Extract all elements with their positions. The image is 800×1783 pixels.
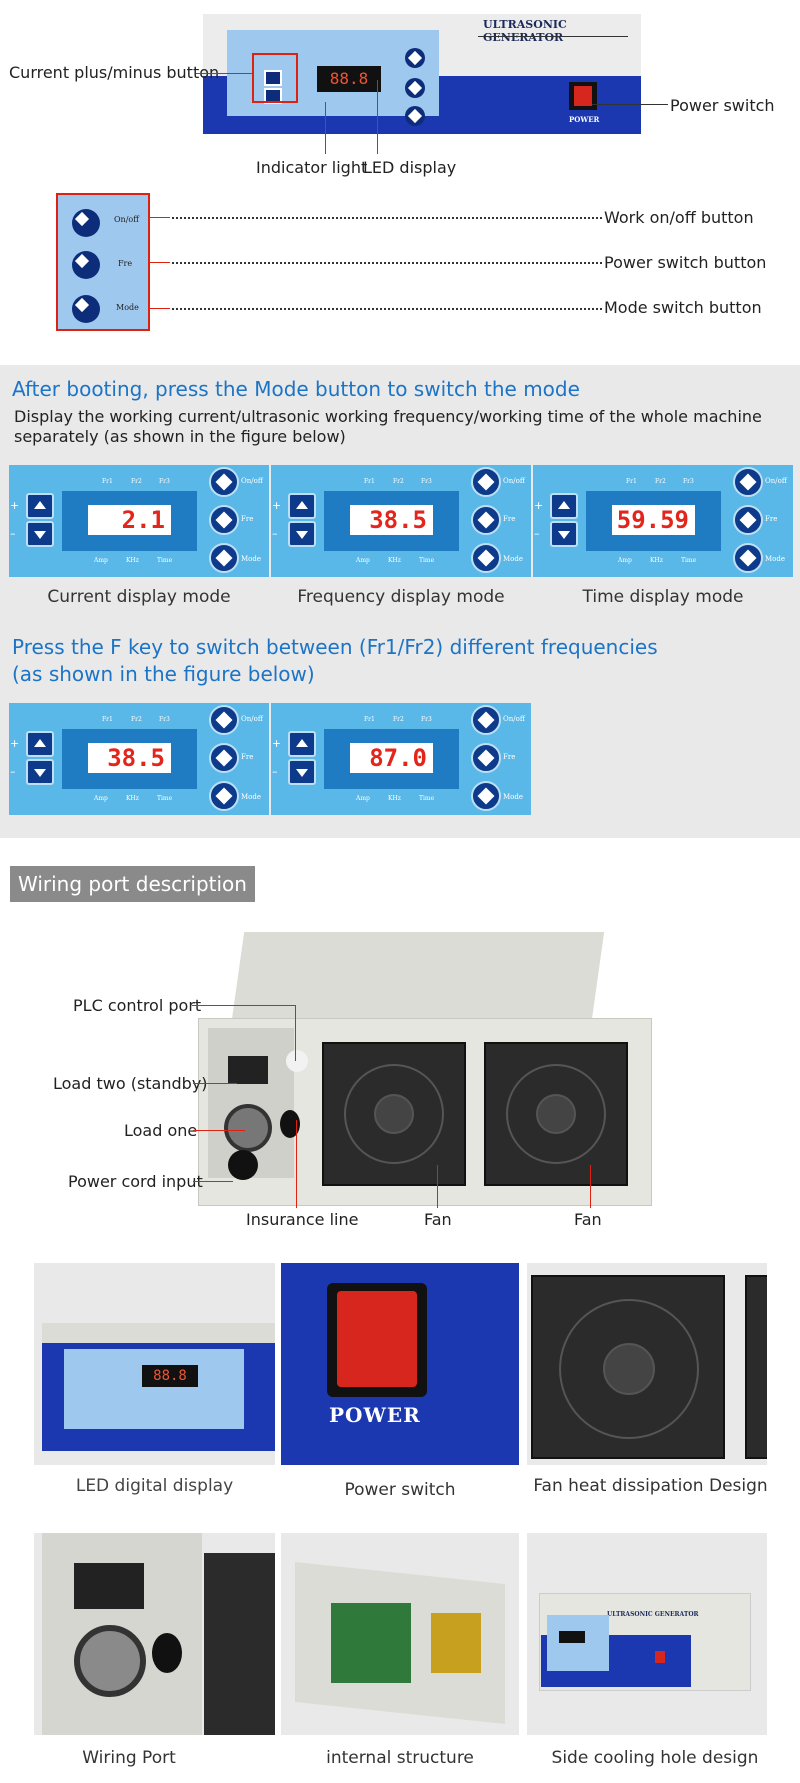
button-legend-panel: On/off Fre Mode: [56, 193, 150, 331]
mode-heading: After booting, press the Mode button to …: [12, 377, 580, 401]
caption-time-mode: Time display mode: [582, 587, 744, 607]
label-fan-1: Fan: [424, 1210, 452, 1229]
fre-icon: [209, 743, 239, 773]
minus-button: [288, 521, 316, 547]
legend-onoff-desc: Work on/off button: [604, 208, 754, 227]
label-insurance: Insurance line: [246, 1210, 359, 1229]
photo-fan: [527, 1263, 767, 1465]
onoff-icon: [209, 467, 239, 497]
generator-front-panel: ULTRASONIC GENERATOR 88.8 POWER: [203, 14, 641, 134]
caption-side-cooling: Side cooling hole design: [551, 1748, 759, 1768]
label-current-button: Current plus/minus button: [9, 63, 220, 82]
display-value: 38.5: [350, 505, 433, 535]
minus-button: [288, 759, 316, 785]
display-value: 59.59: [612, 505, 695, 535]
label-plc: PLC control port: [73, 996, 202, 1015]
led-display: 88.8: [317, 66, 381, 92]
plus-button[interactable]: [264, 70, 282, 86]
plus-button: [288, 731, 316, 757]
fre-icon: [471, 505, 501, 535]
power-label: POWER: [329, 1403, 421, 1427]
caption-fan: Fan heat dissipation Design: [533, 1476, 768, 1496]
plus-button: [26, 493, 54, 519]
onoff-icon: [471, 467, 501, 497]
legend-mode-desc: Mode switch button: [604, 298, 762, 317]
fan-icon: [322, 1042, 466, 1186]
label-load-two: Load two (standby): [53, 1074, 208, 1093]
photo-power-switch: POWER: [281, 1263, 519, 1465]
mode-description: Display the working current/ultrasonic w…: [14, 407, 762, 446]
load-one-connector: [224, 1104, 272, 1152]
fre-icon: [471, 743, 501, 773]
display-value: 87.0: [350, 743, 433, 773]
plc-port: [286, 1050, 308, 1072]
power-cord: [228, 1150, 258, 1180]
caption-current-mode: Current display mode: [47, 587, 231, 607]
freq-heading-2: (as shown in the figure below): [12, 662, 315, 686]
minus-button: [26, 759, 54, 785]
caption-wiring-port: Wiring Port: [82, 1748, 176, 1768]
terminal-block: [228, 1056, 268, 1084]
label-led: LED display: [363, 158, 457, 177]
caption-led-display: LED digital display: [75, 1476, 234, 1496]
power-switch[interactable]: [569, 82, 597, 110]
onoff-icon: [733, 467, 763, 497]
photo-side-cooling: ULTRASONIC GENERATOR: [527, 1533, 767, 1735]
legend-mode-icon: [72, 295, 100, 323]
plus-button: [550, 493, 578, 519]
current-buttons-highlight: [252, 53, 298, 103]
mode-section: After booting, press the Mode button to …: [0, 365, 800, 838]
freq-heading-1: Press the F key to switch between (Fr1/F…: [12, 635, 658, 659]
panel-brand: ULTRASONIC GENERATOR: [483, 18, 567, 44]
onoff-button[interactable]: [405, 48, 425, 68]
minus-button: [550, 521, 578, 547]
mode-button[interactable]: [405, 106, 425, 126]
mode-icon: [471, 543, 501, 573]
display-value: 38.5: [88, 743, 171, 773]
fre-button[interactable]: [405, 78, 425, 98]
wiring-title: Wiring port description: [10, 866, 255, 902]
label-power-switch: Power switch: [670, 96, 775, 115]
mode-icon: [471, 781, 501, 811]
onoff-icon: [209, 705, 239, 735]
insurance-fuse: [280, 1110, 300, 1138]
minus-button[interactable]: [264, 88, 282, 104]
legend-mode-key: Mode: [116, 303, 139, 312]
display-value: 2.1: [88, 505, 171, 535]
minus-button: [26, 521, 54, 547]
caption-frequency-mode: Frequency display mode: [297, 587, 505, 607]
fan-icon: [484, 1042, 628, 1186]
power-switch-text: POWER: [569, 115, 600, 124]
label-power-cord: Power cord input: [68, 1172, 203, 1191]
fre-icon: [209, 505, 239, 535]
caption-power-switch: Power switch: [344, 1480, 456, 1500]
plus-button: [26, 731, 54, 757]
legend-onoff-key: On/off: [114, 215, 139, 224]
photo-wiring-port: [34, 1533, 275, 1735]
device-photo: [198, 932, 652, 1206]
mode-icon: [209, 543, 239, 573]
mini-brand: ULTRASONIC GENERATOR: [607, 1611, 699, 1618]
legend-fre-key: Fre: [118, 259, 133, 268]
legend-onoff-icon: [72, 209, 100, 237]
photo-internal-structure: [281, 1533, 519, 1735]
fre-icon: [733, 505, 763, 535]
mode-icon: [733, 543, 763, 573]
label-indicator: Indicator light: [256, 158, 368, 177]
legend-fre-desc: Power switch button: [604, 253, 767, 272]
label-load-one: Load one: [124, 1121, 198, 1140]
plus-button: [288, 493, 316, 519]
caption-internal-structure: internal structure: [326, 1748, 474, 1768]
label-fan-2: Fan: [574, 1210, 602, 1229]
photo-led-display: 88.8: [34, 1263, 275, 1465]
onoff-icon: [471, 705, 501, 735]
legend-fre-icon: [72, 251, 100, 279]
mode-icon: [209, 781, 239, 811]
